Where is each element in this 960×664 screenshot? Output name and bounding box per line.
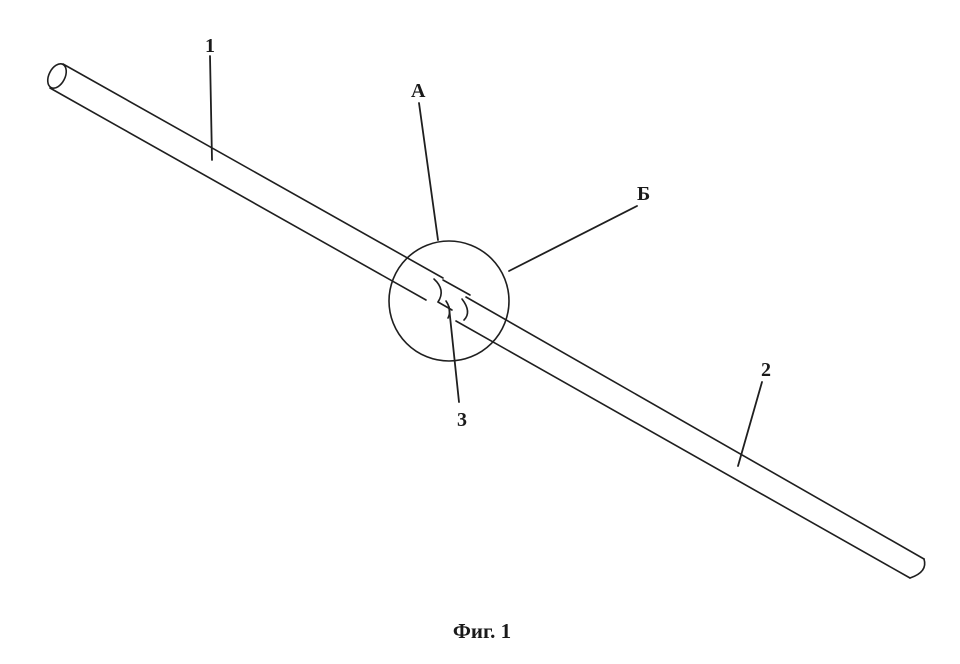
joint-end-arc [461,298,469,321]
leader-line-2 [737,381,763,467]
label-view-b: Б [637,183,650,205]
leader-line-b [508,205,638,272]
label-view-a: А [411,80,426,102]
leader-line-a [418,102,439,241]
tube-1-top-edge [62,63,444,279]
joint-element-3 [437,279,471,321]
figure-caption: Фиг. 1 [453,619,511,643]
tube-segment-1 [46,63,444,303]
tube-2-top-edge [465,296,925,560]
tube-segment-2 [455,296,926,579]
label-joint-3: 3 [457,409,467,431]
tube-2-end-arc [909,558,926,579]
label-pipe-1: 1 [205,35,215,57]
leader-line-3 [448,306,460,403]
joint-top-edge [442,279,471,296]
detail-circle [388,240,510,362]
label-pipe-2: 2 [761,359,771,381]
tube-1-inner-end-arc [433,278,442,303]
leader-line-1 [209,55,213,161]
tube-1-bottom-edge [49,87,427,301]
tube-2-bottom-edge [455,320,911,579]
